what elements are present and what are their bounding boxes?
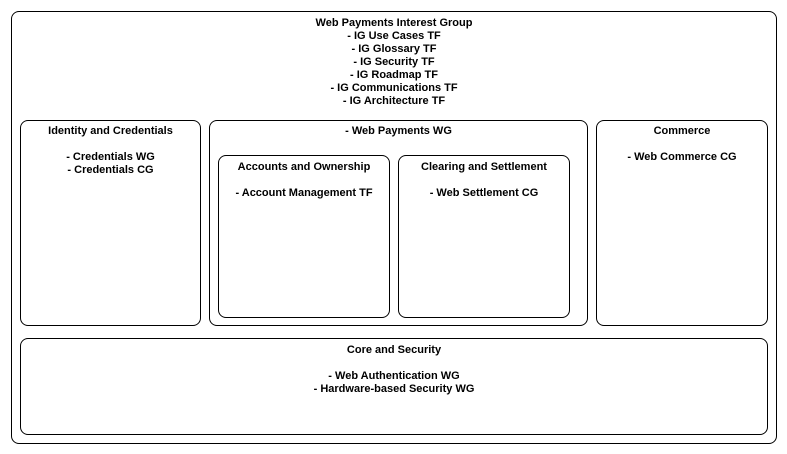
commerce-label: Commerce - Web Commerce CG [597, 125, 767, 164]
interest-group-label: Web Payments Interest Group - IG Use Cas… [12, 17, 776, 108]
web-payments-wg-title: - Web Payments WG [345, 125, 452, 137]
account-management-item: - Account Management TF [235, 187, 373, 199]
core-security-box: Core and Security - Web Authentication W… [20, 338, 768, 435]
web-commerce-item: - Web Commerce CG [627, 151, 737, 163]
web-authentication-item: - Web Authentication WG [328, 370, 460, 382]
web-payments-wg-label: - Web Payments WG [210, 125, 587, 138]
clearing-settlement-title: Clearing and Settlement [421, 161, 547, 173]
accounts-ownership-label: Accounts and Ownership - Account Managem… [219, 161, 389, 200]
commerce-box: Commerce - Web Commerce CG [596, 120, 768, 326]
spacer [219, 174, 389, 187]
accounts-ownership-box: Accounts and Ownership - Account Managem… [218, 155, 390, 318]
identity-credentials-title: Identity and Credentials [48, 125, 173, 137]
ig-item-glossary: - IG Glossary TF [351, 43, 437, 55]
ig-item-communications: - IG Communications TF [330, 82, 458, 94]
interest-group-title: Web Payments Interest Group [315, 17, 473, 29]
ig-item-roadmap: - IG Roadmap TF [350, 69, 438, 81]
web-settlement-item: - Web Settlement CG [429, 187, 539, 199]
ig-item-architecture: - IG Architecture TF [342, 95, 446, 107]
credentials-cg-item: - Credentials CG [67, 164, 154, 176]
clearing-settlement-box: Clearing and Settlement - Web Settlement… [398, 155, 570, 318]
identity-credentials-label: Identity and Credentials - Credentials W… [21, 125, 200, 177]
spacer [21, 138, 200, 151]
ig-item-security: - IG Security TF [353, 56, 435, 68]
identity-credentials-box: Identity and Credentials - Credentials W… [20, 120, 201, 326]
spacer [399, 174, 569, 187]
hardware-security-item: - Hardware-based Security WG [313, 383, 475, 395]
spacer [21, 357, 767, 370]
credentials-wg-item: - Credentials WG [66, 151, 155, 163]
commerce-title: Commerce [653, 125, 711, 137]
core-security-label: Core and Security - Web Authentication W… [21, 344, 767, 396]
core-security-title: Core and Security [346, 344, 442, 356]
clearing-settlement-label: Clearing and Settlement - Web Settlement… [399, 161, 569, 200]
ig-item-use-cases: - IG Use Cases TF [347, 30, 441, 42]
spacer [597, 138, 767, 151]
accounts-ownership-title: Accounts and Ownership [237, 161, 371, 173]
